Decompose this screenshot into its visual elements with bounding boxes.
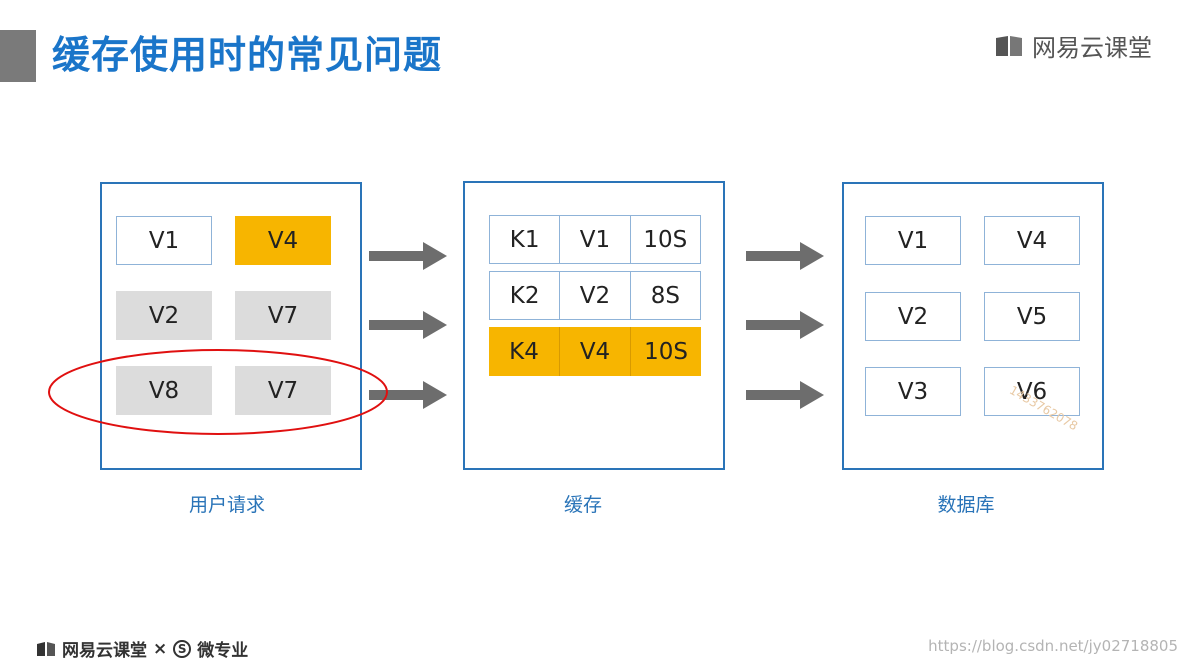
user-request-panel: V1 V4 V2 V7 V8 V7 [100,182,362,470]
cache-value: V4 [559,327,630,376]
cache-value: V2 [559,272,629,319]
cache-panel: K1 V1 10S K2 V2 8S K4 V4 10S [463,181,725,470]
database-label: 数据库 [937,494,995,516]
title-accent-bar [0,30,36,82]
annotation-ellipse [48,349,388,435]
arrow-right-icon [369,311,447,339]
cache-key: K4 [509,338,539,365]
arrow-right-icon [369,381,447,409]
db-cell: V5 [984,292,1080,341]
book-icon [36,641,56,657]
db-cell: V2 [865,292,961,341]
slide-title: 缓存使用时的常见问题 [52,33,443,77]
database-panel: V1 V4 V2 V5 V3 V6 [842,182,1104,470]
user-cell: V2 [116,291,212,340]
user-request-label: 用户请求 [188,494,265,516]
cache-ttl: 10S [629,216,700,263]
db-cell: V1 [865,216,961,265]
cache-row-highlighted: K4 V4 10S [489,327,701,376]
footer-separator: × [153,638,168,659]
arrow-right-icon [746,311,824,339]
brand-logo: 网易云课堂 [994,28,1152,63]
arrow-right-icon [746,242,824,270]
cache-row: K2 V2 8S [489,271,701,320]
user-cell: V4 [235,216,331,265]
cache-ttl: 10S [630,327,701,376]
book-icon [994,34,1024,58]
cache-row: K1 V1 10S [489,215,701,264]
db-cell: V4 [984,216,1080,265]
cache-key: K1 [509,226,540,253]
footer-partner-name: 微专业 [197,641,249,661]
user-cell: V8 [116,366,212,415]
db-cell: V6 [984,367,1080,416]
cache-ttl: 8S [629,272,700,319]
s-circle-icon: S [173,639,192,658]
user-cell: V7 [235,291,331,340]
footer-brand: 网易云课堂 × S 微专业 [36,636,248,661]
cache-key: K2 [509,282,540,309]
db-cell: V3 [865,367,961,416]
footer-brand-name: 网易云课堂 [62,641,147,661]
watermark-url: https://blog.csdn.net/jy02718805 [928,637,1178,655]
cache-label: 缓存 [563,494,602,516]
user-cell: V1 [116,216,212,265]
cache-value: V1 [559,216,629,263]
arrow-right-icon [369,242,447,270]
brand-name: 网易云课堂 [1032,34,1152,62]
arrow-right-icon [746,381,824,409]
user-cell: V7 [235,366,331,415]
